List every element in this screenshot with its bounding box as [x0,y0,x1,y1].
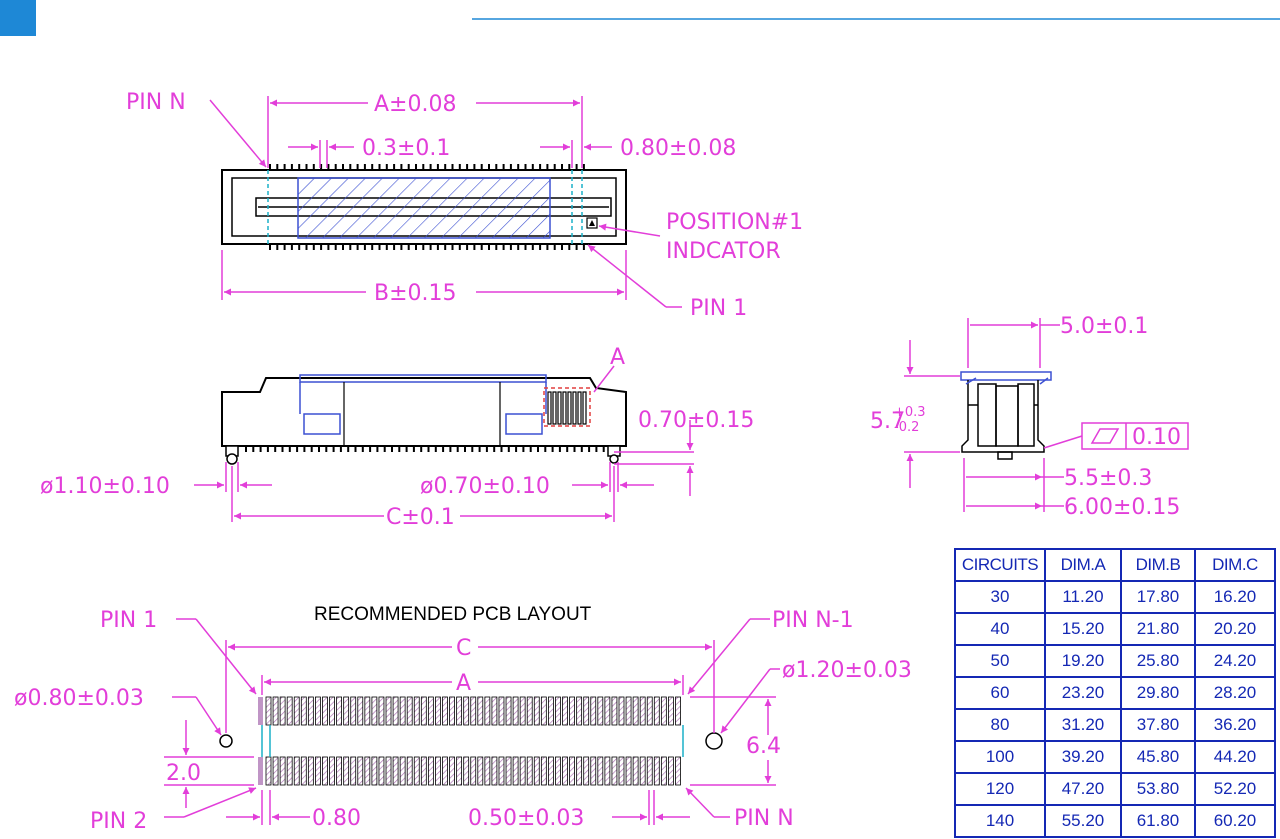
end-view [960,371,1052,460]
table-cell: 30 [954,580,1046,614]
pcb-pitch-label: 0.80 [312,806,361,831]
table-cell: 60 [954,676,1046,710]
side-view-dimensions [194,365,694,522]
table-header-row: CIRCUITS DIM.A DIM.B DIM.C [954,548,1276,582]
header-dim-a: DIM.A [1044,548,1122,582]
table-cell: 50 [954,644,1046,678]
flatness-label: 0.10 [1132,425,1181,450]
table-cell: 19.20 [1044,644,1122,678]
pcb-layout [219,696,723,786]
position-1-label: POSITION#1 [666,210,803,235]
pcb-pin-n-label: PIN N [734,806,794,831]
table-cell: 17.80 [1120,580,1196,614]
pcb-pin-2-label: PIN 2 [90,809,147,834]
side-view [221,374,627,465]
table-cell: 40 [954,612,1046,646]
end-view-dimensions [904,318,1189,512]
pcb-row-gap-label: 6.4 [746,734,781,759]
end-overall-label: 6.00±0.15 [1064,495,1180,520]
table-cell: 45.80 [1120,740,1196,774]
pcb-pin-1-label: PIN 1 [100,608,157,633]
detail-a-label: A [610,345,625,370]
table-cell: 61.80 [1120,804,1196,838]
pcb-hole-small-label: ø0.80±0.03 [14,686,144,711]
table-cell: 20.20 [1194,612,1276,646]
dim-c-label: C±0.1 [386,505,455,530]
table-cell: 120 [954,772,1046,806]
table-cell: 60.20 [1194,804,1276,838]
table-cell: 28.20 [1194,676,1276,710]
table-cell: 37.80 [1120,708,1196,742]
pcb-hole-large-label: ø1.20±0.03 [782,658,912,683]
table-cell: 11.20 [1044,580,1122,614]
top-view-dimensions [209,96,682,308]
end-width-label: 5.0±0.1 [1060,314,1148,339]
header-circuits: CIRCUITS [954,548,1046,582]
pcb-pad-width-label: 0.50±0.03 [468,806,584,831]
post-small-label: ø0.70±0.10 [420,474,550,499]
table-cell: 31.20 [1044,708,1122,742]
height-label: 0.70±0.15 [638,408,754,433]
header-accent-square [0,0,36,36]
pin-1-label: PIN 1 [690,296,747,321]
table-cell: 80 [954,708,1046,742]
pin-n-label: PIN N [126,90,186,115]
dim-a-label: A±0.08 [374,92,456,117]
header-dim-c: DIM.C [1194,548,1276,582]
end-depth-label: 5.5±0.3 [1064,466,1152,491]
table-cell: 25.80 [1120,644,1196,678]
pcb-pad-length-label: 2.0 [166,761,201,786]
dim-b-label: B±0.15 [374,281,457,306]
table-cell: 55.20 [1044,804,1122,838]
table-cell: 47.20 [1044,772,1122,806]
indicator-label: INDCATOR [666,239,781,264]
table-cell: 23.20 [1044,676,1122,710]
pcb-layout-title: RECOMMENDED PCB LAYOUT [314,604,592,625]
table-cell: 36.20 [1194,708,1276,742]
table-cell: 140 [954,804,1046,838]
table-cell: 21.80 [1120,612,1196,646]
table-cell: 52.20 [1194,772,1276,806]
table-cell: 39.20 [1044,740,1122,774]
end-height-tol-plus: +0.3 [894,405,926,420]
top-view [221,164,627,250]
pcb-dim-a-label: A [456,671,471,696]
end-height-base-label: 5.7 [870,409,905,434]
pcb-dim-c-label: C [456,636,471,661]
end-height-tol-minus: -0.2 [894,420,919,435]
pcb-pin-n-1-label: PIN N-1 [772,608,854,633]
edge-label: 0.80±0.08 [620,136,736,161]
post-large-label: ø1.10±0.10 [40,474,170,499]
header-dim-b: DIM.B [1120,548,1196,582]
table-cell: 100 [954,740,1046,774]
table-cell: 15.20 [1044,612,1122,646]
pcb-dimensions [164,618,780,825]
pitch-label: 0.3±0.1 [362,136,450,161]
table-cell: 16.20 [1194,580,1276,614]
table-cell: 53.80 [1120,772,1196,806]
table-cell: 44.20 [1194,740,1276,774]
table-cell: 24.20 [1194,644,1276,678]
table-cell: 29.80 [1120,676,1196,710]
